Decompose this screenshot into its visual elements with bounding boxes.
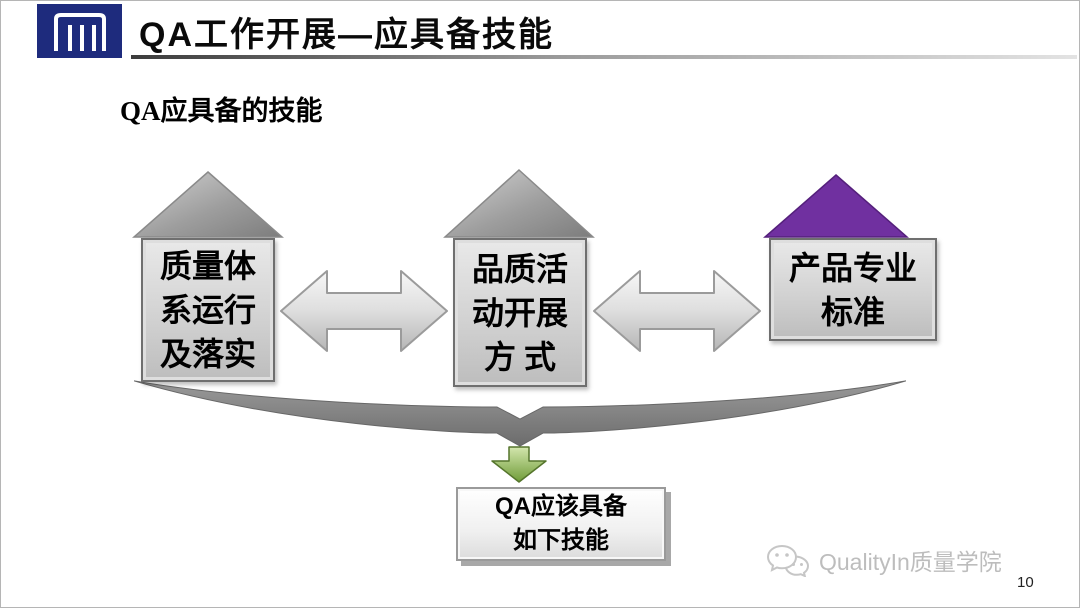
house-text-line: 动开展: [471, 294, 568, 331]
company-logo-icon: [53, 13, 106, 51]
result-text-line: 如下技能: [513, 527, 609, 554]
watermark-text: QualityIn质量学院: [819, 549, 1002, 575]
result-box: QA应该具备 如下技能: [456, 487, 666, 561]
result-text-line: QA应该具备: [495, 493, 627, 520]
watermark: QualityIn质量学院: [765, 541, 1002, 579]
house-text-line: 产品专业: [788, 249, 917, 286]
title-underline: [131, 55, 1077, 59]
house-box-quality-activity: 品质活 动开展 方 式: [453, 238, 587, 387]
house-roof-icon: [443, 168, 595, 238]
left-right-double-arrow-icon: [593, 270, 761, 352]
down-arrow-icon: [491, 446, 547, 483]
page-number: 10: [1017, 574, 1034, 591]
house-roof-purple-icon: [763, 174, 909, 238]
house-text-line: 品质活: [471, 250, 568, 287]
house-box-product-standard: 产品专业 标准: [769, 238, 937, 341]
house-roof-icon: [132, 171, 284, 238]
house-text-line: 及落实: [159, 336, 256, 372]
house-text-line: 质量体: [159, 248, 256, 284]
company-logo: [37, 4, 122, 58]
house-box-quality-system: 质量体 系运行 及落实: [141, 238, 275, 382]
left-right-double-arrow-icon: [280, 270, 448, 352]
subtitle: QA应具备的技能: [120, 96, 323, 126]
wechat-icon: [766, 544, 810, 577]
house-text-line: 系运行: [159, 292, 256, 328]
page-title: QA工作开展—应具备技能: [139, 16, 554, 54]
brace-swoosh-shape: [134, 380, 906, 447]
house-text-line: 方 式: [483, 338, 556, 375]
house-text-line: 标准: [820, 293, 885, 330]
